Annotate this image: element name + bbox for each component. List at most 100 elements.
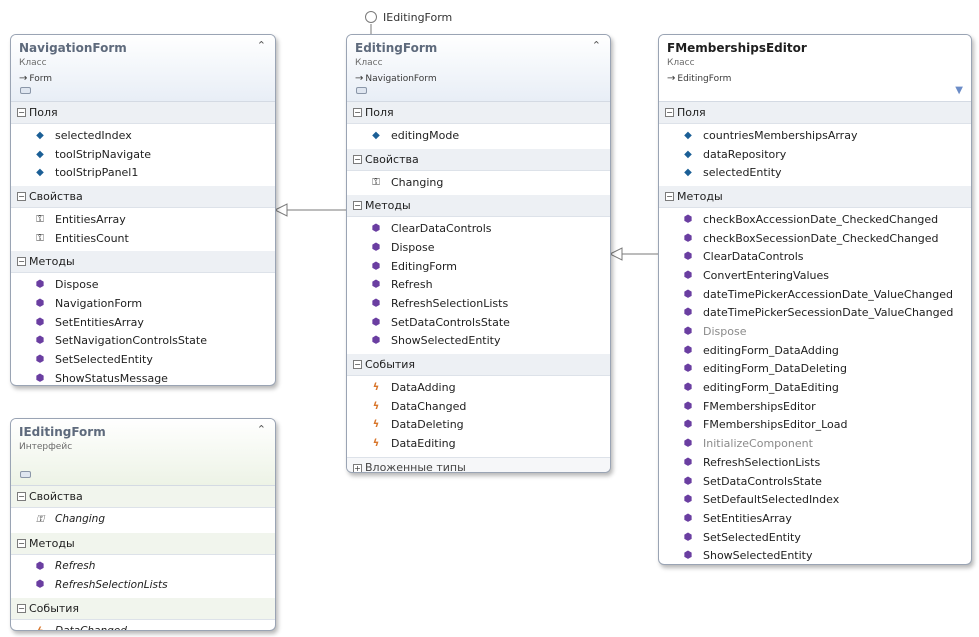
member-item[interactable]: ⬢SetNavigationControlsState: [11, 332, 275, 351]
member-item[interactable]: ⬢SetDefaultSelectedIndex: [659, 490, 971, 509]
section-toggle-icon[interactable]: −: [17, 108, 26, 117]
member-item[interactable]: ⬢ShowSelectedEntity: [659, 546, 971, 564]
section-header[interactable]: −События: [347, 354, 610, 377]
section-toggle-icon[interactable]: −: [665, 108, 674, 117]
member-item[interactable]: ⬢SetEntitiesArray: [11, 313, 275, 332]
member-item[interactable]: ⬢EditingForm: [347, 257, 610, 276]
method-icon: ⬢: [35, 335, 45, 347]
section-header[interactable]: −Поля: [659, 102, 971, 124]
nested-types-section[interactable]: +Вложенные типы: [347, 456, 610, 473]
section-header[interactable]: −Методы: [11, 532, 275, 555]
section-header[interactable]: −Методы: [659, 186, 971, 209]
member-item[interactable]: ⬢SetSelectedEntity: [11, 350, 275, 369]
member-item[interactable]: ⬢editingForm_DataDeleting: [659, 360, 971, 379]
collapse-chevron-icon[interactable]: ⌃: [591, 39, 601, 52]
section-toggle-icon[interactable]: −: [17, 257, 26, 267]
section-header[interactable]: −Поля: [11, 102, 275, 124]
section-header[interactable]: −Методы: [347, 195, 610, 218]
member-item[interactable]: ◆selectedIndex: [11, 126, 275, 145]
section-toggle-icon[interactable]: −: [665, 192, 674, 202]
collapse-chevron-icon[interactable]: ⌃: [256, 39, 266, 52]
section-toggle-icon[interactable]: −: [17, 604, 26, 614]
section-toggle-icon[interactable]: −: [17, 492, 26, 501]
member-name: EditingForm: [391, 259, 458, 273]
member-item[interactable]: ⚿Changing: [347, 173, 610, 192]
member-item[interactable]: ⬢SetEntitiesArray: [659, 509, 971, 528]
section-header[interactable]: −Методы: [11, 251, 275, 274]
section-header[interactable]: −События: [11, 598, 275, 621]
member-item[interactable]: ⚿EntitiesCount: [11, 229, 275, 248]
section-toggle-icon[interactable]: −: [17, 192, 26, 202]
member-item[interactable]: ◆countriesMembershipsArray: [659, 126, 971, 145]
member-item[interactable]: ◆editingMode: [347, 126, 610, 145]
member-item[interactable]: ⬢ConvertEnteringValues: [659, 266, 971, 285]
member-item[interactable]: ◆dataRepository: [659, 145, 971, 164]
section-label: Свойства: [365, 152, 419, 166]
member-item[interactable]: ⬢RefreshSelectionLists: [347, 294, 610, 313]
section-header[interactable]: −Свойства: [11, 186, 275, 209]
visibility-toggle-icon[interactable]: [20, 471, 31, 478]
section-header[interactable]: −Свойства: [11, 486, 275, 508]
method-icon: ⬢: [35, 297, 45, 309]
section-header[interactable]: −Свойства: [347, 148, 610, 171]
member-item[interactable]: ⬢ClearDataControls: [347, 219, 610, 238]
member-item[interactable]: ⬢Dispose: [11, 275, 275, 294]
member-item[interactable]: ⚿Changing: [11, 510, 275, 529]
member-item[interactable]: ⬢FMembershipsEditor_Load: [659, 416, 971, 435]
member-item[interactable]: ◆toolStripPanel1: [11, 163, 275, 182]
member-name: Changing: [55, 513, 105, 526]
member-name: toolStripNavigate: [55, 147, 152, 161]
section-toggle-icon[interactable]: −: [353, 360, 362, 370]
section-toggle-icon[interactable]: −: [353, 108, 362, 117]
section-toggle-icon[interactable]: −: [353, 154, 362, 164]
method-icon: ⬢: [683, 456, 693, 468]
member-item[interactable]: ⬢Refresh: [11, 557, 275, 576]
member-item[interactable]: ⬢InitializeComponent: [659, 434, 971, 453]
member-item[interactable]: ⬢ClearDataControls: [659, 247, 971, 266]
expand-toggle-icon[interactable]: +: [353, 463, 362, 473]
member-item[interactable]: ⬢NavigationForm: [11, 294, 275, 313]
member-item[interactable]: ◆selectedEntity: [659, 163, 971, 182]
member-item[interactable]: ⬢ShowSelectedEntity: [347, 332, 610, 351]
visibility-toggle-icon[interactable]: [356, 87, 367, 94]
member-item[interactable]: ⬢dateTimePickerAccessionDate_ValueChange…: [659, 285, 971, 304]
section-toggle-icon[interactable]: −: [353, 201, 362, 211]
member-item[interactable]: ⬢FMembershipsEditor: [659, 397, 971, 416]
member-item[interactable]: ⬢SetDataControlsState: [659, 472, 971, 491]
member-item[interactable]: ⬢RefreshSelectionLists: [659, 453, 971, 472]
member-item[interactable]: ⬢dateTimePickerSecessionDate_ValueChange…: [659, 304, 971, 323]
section-header[interactable]: −Поля: [347, 102, 610, 124]
member-item[interactable]: ⬢SetSelectedEntity: [659, 528, 971, 547]
section-toggle-icon[interactable]: −: [17, 538, 26, 548]
member-item[interactable]: ⬢editingForm_DataEditing: [659, 378, 971, 397]
member-item[interactable]: ⬢SetDataControlsState: [347, 313, 610, 332]
collapse-chevron-icon[interactable]: ⌃: [256, 423, 266, 436]
member-item[interactable]: ⚿EntitiesArray: [11, 210, 275, 229]
member-item[interactable]: ⬢checkBoxAccessionDate_CheckedChanged: [659, 210, 971, 229]
member-item[interactable]: ◆ toolStripNavigate: [11, 145, 275, 164]
member-item[interactable]: ⬢Refresh: [347, 275, 610, 294]
field-icon: ◆: [36, 148, 44, 160]
visibility-toggle-icon[interactable]: [20, 87, 31, 94]
member-item[interactable]: ⬢RefreshSelectionLists: [11, 575, 275, 594]
filter-icon[interactable]: ▼: [955, 85, 963, 96]
member-item[interactable]: ⬢ShowStatusMessage: [11, 369, 275, 385]
member-item[interactable]: ⬢checkBoxSecessionDate_CheckedChanged: [659, 229, 971, 248]
member-item[interactable]: ⬢Dispose: [347, 238, 610, 257]
member-name: countriesMembershipsArray: [703, 128, 858, 142]
member-item[interactable]: ⬢Dispose: [659, 322, 971, 341]
member-item[interactable]: ⬢editingForm_DataAdding: [659, 341, 971, 360]
